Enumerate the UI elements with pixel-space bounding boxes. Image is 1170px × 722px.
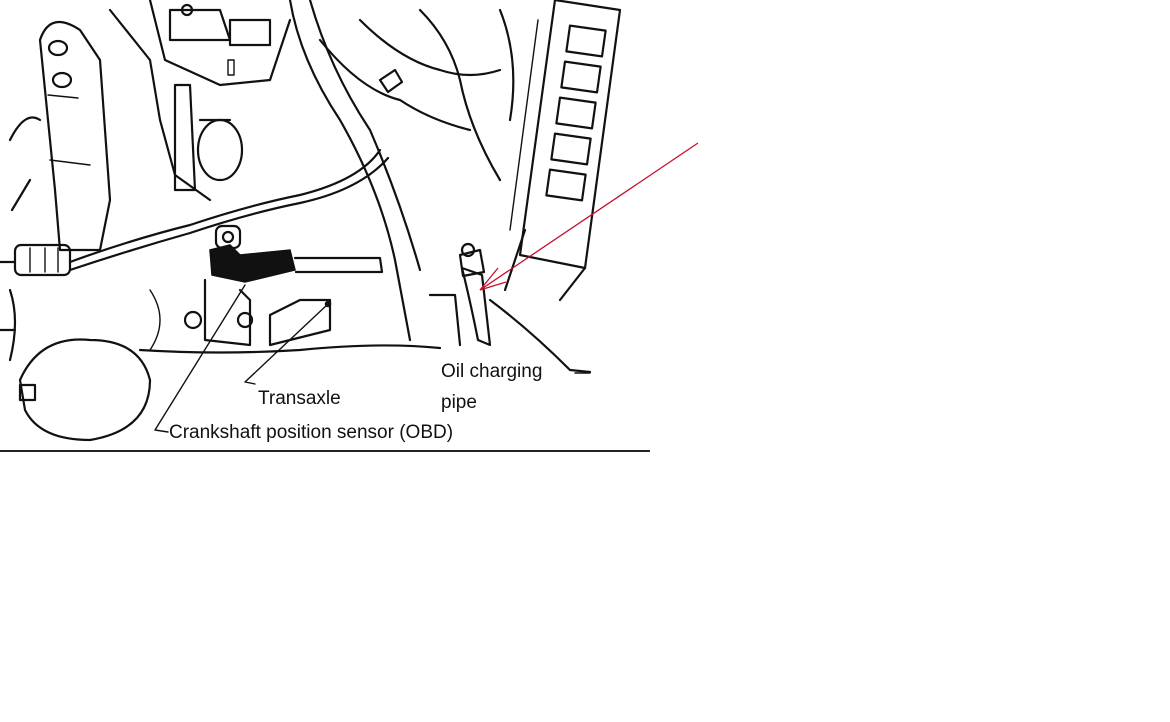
oil-pipe-label-line1: Oil charging: [441, 361, 543, 382]
crankshaft-position-sensor: [183, 224, 384, 347]
leader-lines: [154, 284, 591, 433]
oil-charging-pipe: [428, 242, 592, 374]
callout-arrow-shaft: [479, 142, 699, 291]
engine-diagram: Transaxle Crankshaft position sensor (OB…: [0, 0, 650, 452]
transaxle-housing: [0, 288, 442, 442]
crankshaft-sensor-label: Crankshaft position sensor (OBD): [169, 422, 454, 443]
engine-line-art: [0, 0, 622, 442]
mount-bracket: [8, 20, 112, 252]
figure-divider: [0, 450, 650, 452]
radiator: [503, 0, 622, 302]
callout-arrow-head-icon: [479, 267, 507, 291]
wire-harness: [0, 148, 390, 277]
transaxle-label: Transaxle: [258, 388, 341, 409]
engine-block: [108, 0, 515, 342]
oil-pipe-label-line2: pipe: [441, 392, 477, 413]
